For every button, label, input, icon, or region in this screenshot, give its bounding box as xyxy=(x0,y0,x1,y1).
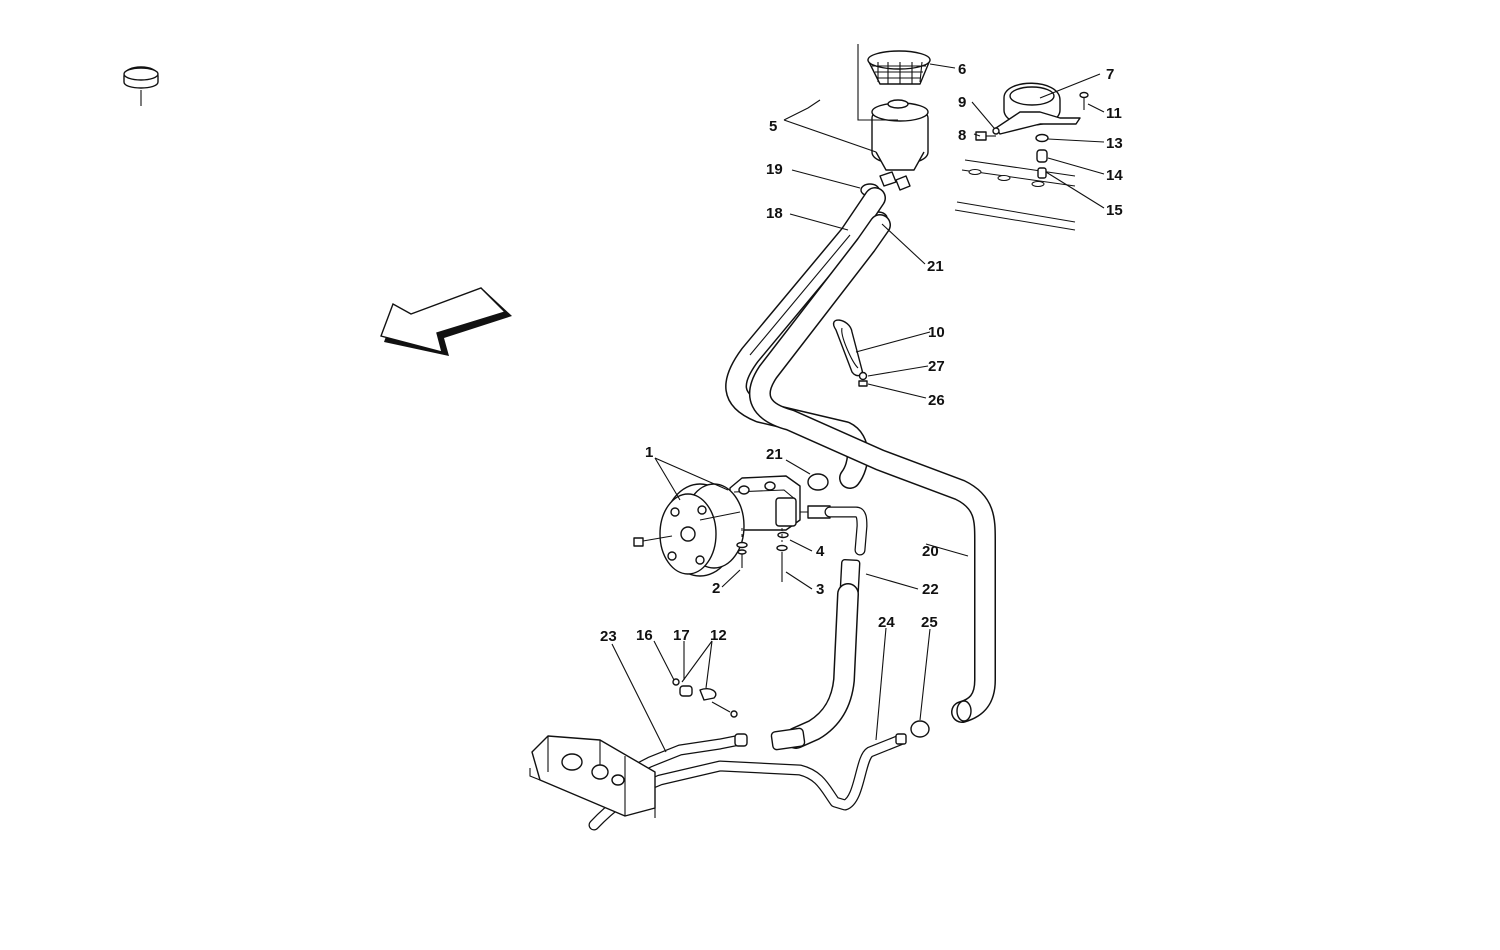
callout-26: 26 xyxy=(928,392,945,409)
callout-2: 2 xyxy=(712,580,720,597)
callout-3: 3 xyxy=(816,581,824,598)
washer-9 xyxy=(992,127,1000,135)
callout-8: 8 xyxy=(958,127,966,144)
hose-clip-21-lower xyxy=(807,473,829,491)
callout-25: 25 xyxy=(921,614,938,631)
callout-18: 18 xyxy=(766,205,783,222)
callout-7: 7 xyxy=(1106,66,1114,83)
reservoir-bracket xyxy=(995,82,1081,135)
hose-20 xyxy=(749,214,996,723)
pipe-clamp-17 xyxy=(672,678,693,697)
body-panel xyxy=(954,159,1076,231)
callout-20: 20 xyxy=(922,543,939,560)
bolt-2 xyxy=(736,541,748,568)
pump-pulley xyxy=(659,483,745,577)
hose-clip-25 xyxy=(910,720,930,738)
callout-13: 13 xyxy=(1106,135,1123,152)
screw-8 xyxy=(975,131,996,141)
callout-17: 17 xyxy=(673,627,690,644)
pipe-clamp-12 xyxy=(699,688,738,718)
callout-labels: 1 2 3 4 5 6 7 8 9 10 11 12 13 14 15 16 1… xyxy=(600,61,1123,645)
steering-rack-housing xyxy=(529,735,656,818)
filter-strainer xyxy=(867,50,931,85)
direction-arrow-icon xyxy=(380,287,512,356)
pressure-hose-22 xyxy=(770,506,868,751)
screw-26 xyxy=(858,380,868,387)
callout-19: 19 xyxy=(766,161,783,178)
callout-24: 24 xyxy=(878,614,895,631)
callout-10: 10 xyxy=(928,324,945,341)
callout-1: 1 xyxy=(645,444,653,461)
callout-23: 23 xyxy=(600,628,617,645)
strap-clamp-10 xyxy=(833,319,864,377)
leader-lines xyxy=(611,63,1105,753)
callout-9: 9 xyxy=(958,94,966,111)
washer-4 xyxy=(777,531,789,539)
callout-6: 6 xyxy=(958,61,966,78)
filler-cap xyxy=(123,66,159,106)
oil-reservoir xyxy=(871,99,929,191)
callout-15: 15 xyxy=(1106,202,1123,219)
callout-14: 14 xyxy=(1106,167,1123,184)
callout-11: 11 xyxy=(1106,105,1122,122)
bush-14 xyxy=(1036,149,1048,163)
pulley-bolt xyxy=(633,535,673,547)
callout-16: 16 xyxy=(636,627,653,644)
callout-5: 5 xyxy=(769,118,777,135)
nut-27 xyxy=(858,371,868,381)
bolt-3 xyxy=(776,544,788,582)
screw-11 xyxy=(1079,91,1089,110)
callout-27: 27 xyxy=(928,358,945,375)
callout-4: 4 xyxy=(816,543,825,560)
washer-13 xyxy=(1035,133,1049,143)
callout-22: 22 xyxy=(922,581,939,598)
spacer-15 xyxy=(1037,167,1047,179)
callout-12: 12 xyxy=(710,627,727,644)
callout-21-lower: 21 xyxy=(766,446,783,463)
callout-21-upper: 21 xyxy=(927,258,944,275)
